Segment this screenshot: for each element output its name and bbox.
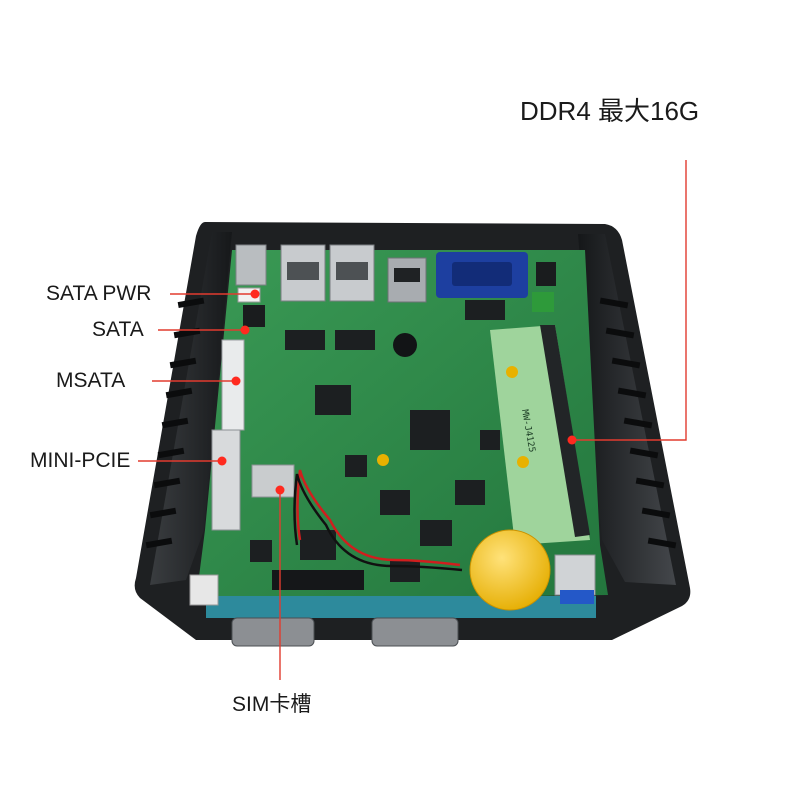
usb3-port-insert xyxy=(560,590,594,604)
right-vent-slots xyxy=(599,297,677,549)
mount-hole xyxy=(506,366,518,378)
chassis-right-wall xyxy=(578,234,676,585)
cmos-battery xyxy=(469,529,551,611)
pin-header xyxy=(272,570,364,590)
mini-pcie-callout-label: MINI-PCIE xyxy=(30,449,131,472)
ram-callout-dot xyxy=(567,435,577,445)
ddr4-sodimm-slot xyxy=(540,325,590,537)
mount-hole xyxy=(377,454,389,466)
sim-slot-callout-label: SIM卡槽 xyxy=(232,693,312,716)
sata-callout-dot xyxy=(240,325,250,335)
front-connector xyxy=(189,574,219,606)
sata-callout-label: SATA xyxy=(92,318,144,341)
com-port-2 xyxy=(371,617,459,647)
callout-lines xyxy=(138,160,687,680)
msata-callout-dot xyxy=(231,376,241,386)
sim-callout-dot xyxy=(275,485,285,495)
mini-pcie-slot xyxy=(211,429,241,531)
msata-slot xyxy=(221,339,245,431)
chassis-left-wall xyxy=(150,232,232,585)
com-port-1 xyxy=(231,617,315,647)
sata-port xyxy=(243,305,265,327)
sata-pwr-callout-dot xyxy=(250,289,260,299)
battery-wire-black xyxy=(293,473,463,572)
buzzer xyxy=(393,333,417,357)
mini-pcie-callout-dot xyxy=(217,456,227,466)
usb-port xyxy=(554,554,596,596)
sim-card-slot xyxy=(251,464,295,498)
ram-callout-line xyxy=(572,160,687,441)
battery-wire-red xyxy=(296,469,461,567)
callout-dots xyxy=(217,289,577,495)
rear-io-ports xyxy=(235,244,556,312)
mount-hole xyxy=(517,456,529,468)
msata-callout-label: MSATA xyxy=(56,369,126,392)
dimm-area xyxy=(490,325,590,545)
sata-pwr-callout-label: SATA PWR xyxy=(46,282,152,305)
ram-callout-label: DDR4 最大16G xyxy=(520,96,700,126)
